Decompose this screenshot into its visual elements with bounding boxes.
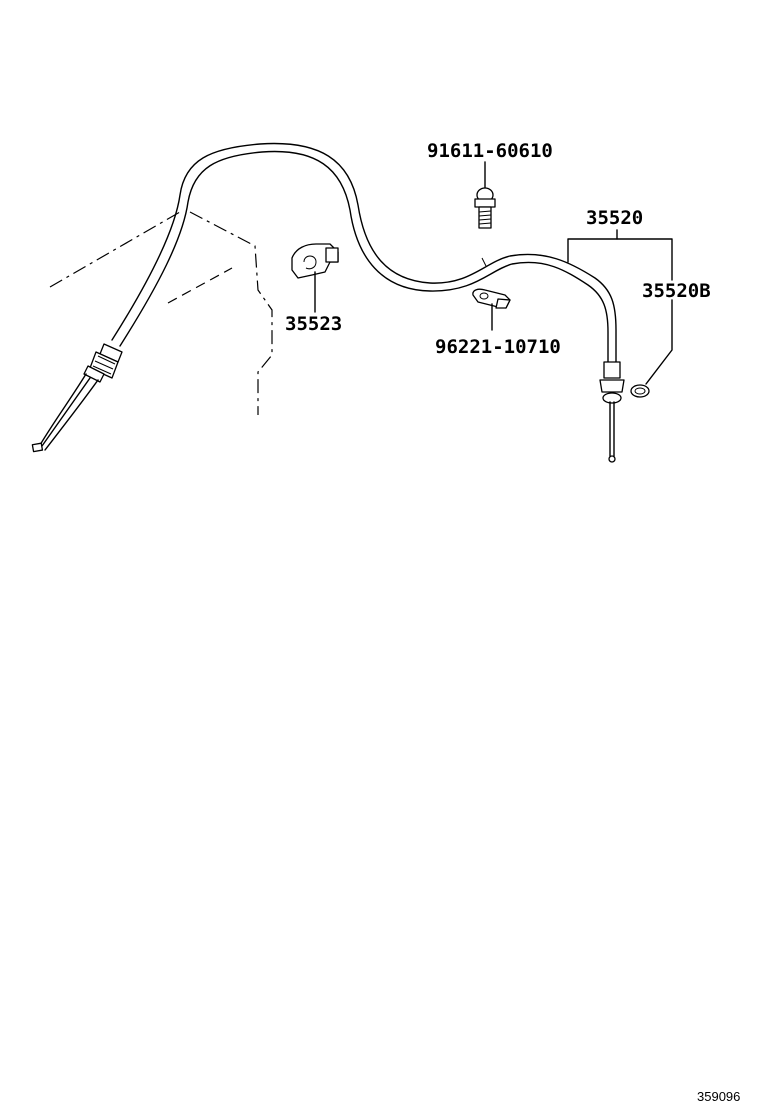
part-label-35520[interactable]: 35520 xyxy=(586,207,644,229)
grommet-ring-icon[interactable] xyxy=(630,384,650,398)
leader-lines xyxy=(567,229,673,385)
figure-id: 359096 xyxy=(697,1089,741,1104)
part-label-96221-10710[interactable]: 96221-10710 xyxy=(435,336,561,358)
cable-clamp-icon[interactable] xyxy=(291,243,339,313)
cable-35520[interactable] xyxy=(31,142,625,463)
phantom-body-outline xyxy=(49,211,273,415)
part-label-91611-60610[interactable]: 91611-60610 xyxy=(427,140,553,162)
flange-bolt-icon[interactable] xyxy=(474,161,496,229)
cable-clip-icon[interactable] xyxy=(472,288,511,331)
part-label-35520B[interactable]: 35520B xyxy=(642,280,711,302)
part-label-35523[interactable]: 35523 xyxy=(285,313,343,335)
